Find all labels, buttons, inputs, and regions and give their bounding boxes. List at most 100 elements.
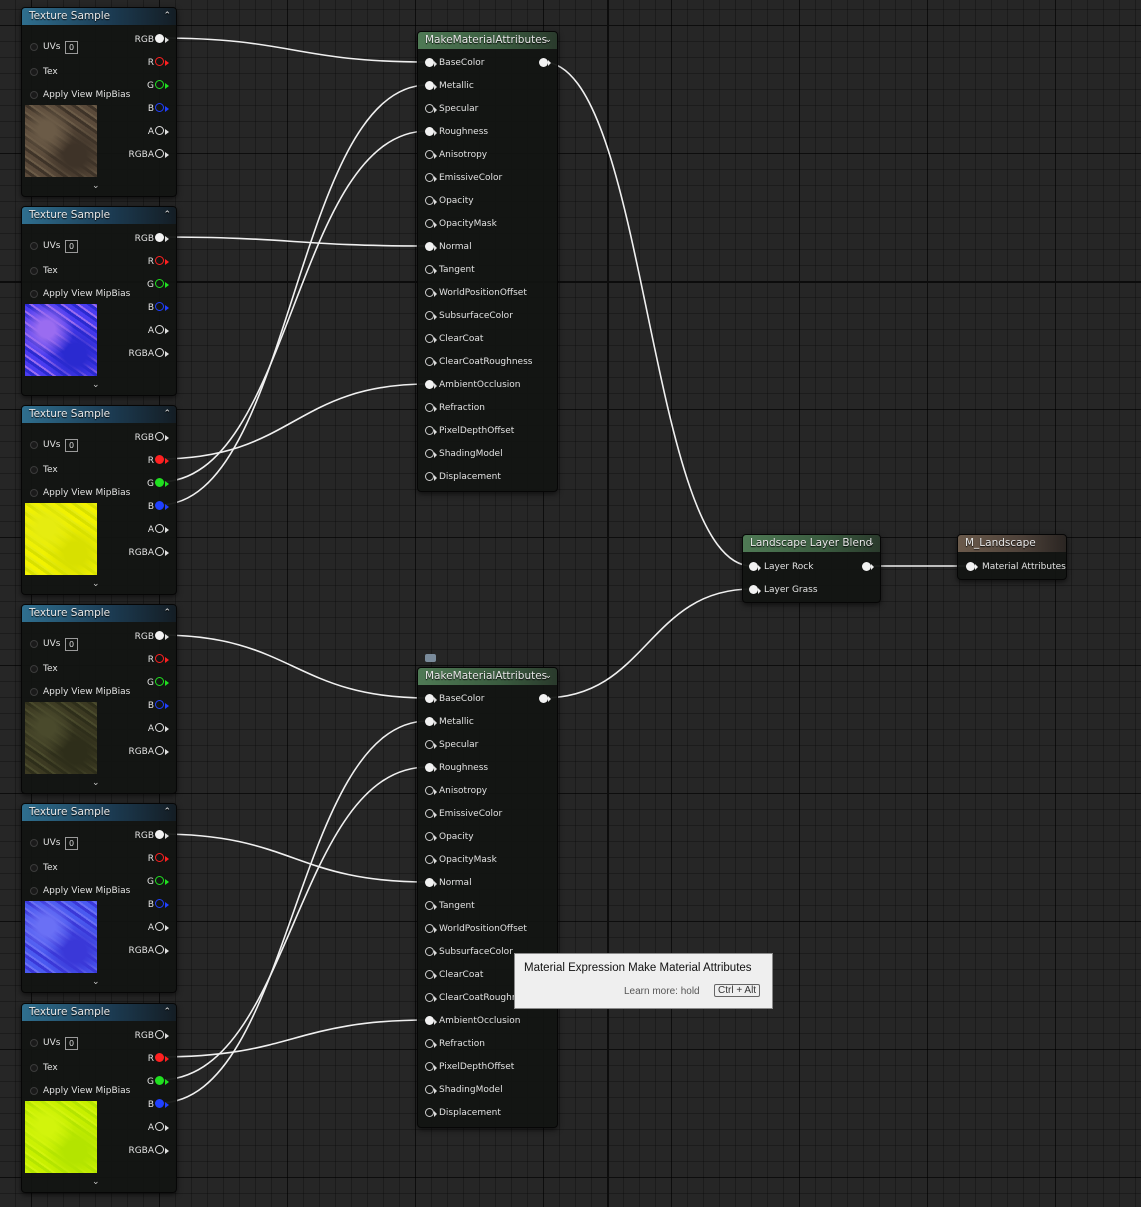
input-ambientocclusion-pin[interactable] [425,380,434,389]
collapse-chevron-icon[interactable]: ⌃ [163,807,171,817]
output-material-attributes-pin[interactable] [539,694,548,703]
output-b-pin[interactable] [155,501,164,510]
output-g-pin[interactable] [155,677,164,686]
connection-wire[interactable] [158,766,429,1081]
input-opacitymask-pin[interactable] [425,855,434,864]
input-layer-pin[interactable] [749,585,758,594]
input-worldpositionoffset-pin[interactable] [425,924,434,933]
input-shadingmodel-pin[interactable] [425,449,434,458]
node-header[interactable]: Texture Sample⌃ [22,605,176,622]
output-a-pin[interactable] [155,1122,164,1131]
input-pin[interactable] [30,688,38,696]
input-clearcoat-pin[interactable] [425,970,434,979]
output-rgb-pin[interactable] [155,432,164,441]
output-rgba-pin[interactable] [155,1145,164,1154]
input-pin[interactable] [30,1039,38,1047]
connection-wire[interactable] [158,84,429,506]
collapse-chevron-icon[interactable]: ⌃ [163,1007,171,1017]
output-r-pin[interactable] [155,853,164,862]
output-pin[interactable] [862,562,871,571]
input-pin[interactable] [30,68,38,76]
input-pin[interactable] [30,267,38,275]
input-specular-pin[interactable] [425,740,434,749]
output-rgba-pin[interactable] [155,945,164,954]
uvs-value-field[interactable]: 0 [65,1037,78,1050]
output-rgb-pin[interactable] [155,34,164,43]
output-rgb-pin[interactable] [155,233,164,242]
node-header[interactable]: Texture Sample⌃ [22,406,176,423]
input-pin[interactable] [30,665,38,673]
connection-wire[interactable] [158,37,429,63]
input-specular-pin[interactable] [425,104,434,113]
input-emissivecolor-pin[interactable] [425,809,434,818]
uvs-value-field[interactable]: 0 [65,439,78,452]
input-normal-pin[interactable] [425,878,434,887]
output-b-pin[interactable] [155,103,164,112]
node-header[interactable]: Texture Sample⌃ [22,1004,176,1021]
node-header[interactable]: MakeMaterialAttributes⌄ [418,668,557,685]
node-header[interactable]: MakeMaterialAttributes⌄ [418,32,557,49]
connection-wire[interactable] [158,833,429,883]
node-header[interactable]: Landscape Layer Blend⌄ [743,535,880,552]
output-r-pin[interactable] [155,256,164,265]
input-clearcoat-pin[interactable] [425,334,434,343]
output-g-pin[interactable] [155,876,164,885]
connection-wire[interactable] [158,1019,429,1058]
connection-wire[interactable] [542,61,753,567]
input-ambientocclusion-pin[interactable] [425,1016,434,1025]
comment-bubble-icon[interactable] [425,654,436,662]
node-header[interactable]: Texture Sample⌃ [22,207,176,224]
input-displacement-pin[interactable] [425,472,434,481]
input-pin[interactable] [30,91,38,99]
input-pin[interactable] [30,839,38,847]
uvs-value-field[interactable]: 0 [65,837,78,850]
output-a-pin[interactable] [155,524,164,533]
input-pin[interactable] [30,441,38,449]
input-pin[interactable] [30,489,38,497]
input-pin[interactable] [30,290,38,298]
input-opacity-pin[interactable] [425,196,434,205]
output-g-pin[interactable] [155,1076,164,1085]
output-rgba-pin[interactable] [155,547,164,556]
uvs-value-field[interactable]: 0 [65,41,78,54]
output-g-pin[interactable] [155,80,164,89]
output-b-pin[interactable] [155,1099,164,1108]
input-pin[interactable] [30,43,38,51]
connection-wire[interactable] [158,634,429,699]
input-clearcoatroughness-pin[interactable] [425,993,434,1002]
output-a-pin[interactable] [155,723,164,732]
input-refraction-pin[interactable] [425,1039,434,1048]
output-r-pin[interactable] [155,57,164,66]
input-anisotropy-pin[interactable] [425,150,434,159]
input-pin[interactable] [30,1064,38,1072]
node-header[interactable]: Texture Sample⌃ [22,804,176,821]
input-shadingmodel-pin[interactable] [425,1085,434,1094]
collapse-chevron-icon[interactable]: ⌄ [544,671,552,681]
output-r-pin[interactable] [155,1053,164,1062]
input-basecolor-pin[interactable] [425,58,434,67]
output-b-pin[interactable] [155,700,164,709]
node-header[interactable]: M_Landscape [958,535,1066,552]
collapse-chevron-icon[interactable]: ⌃ [163,608,171,618]
collapse-chevron-icon[interactable]: ⌃ [163,409,171,419]
output-g-pin[interactable] [155,478,164,487]
input-subsurfacecolor-pin[interactable] [425,947,434,956]
expand-chevron-icon[interactable]: ⌄ [92,977,100,987]
input-basecolor-pin[interactable] [425,694,434,703]
collapse-chevron-icon[interactable]: ⌃ [163,11,171,21]
output-rgba-pin[interactable] [155,746,164,755]
output-b-pin[interactable] [155,302,164,311]
connection-wire[interactable] [158,130,429,483]
output-rgba-pin[interactable] [155,149,164,158]
input-metallic-pin[interactable] [425,717,434,726]
connection-wire[interactable] [158,383,429,460]
expand-chevron-icon[interactable]: ⌄ [92,380,100,390]
